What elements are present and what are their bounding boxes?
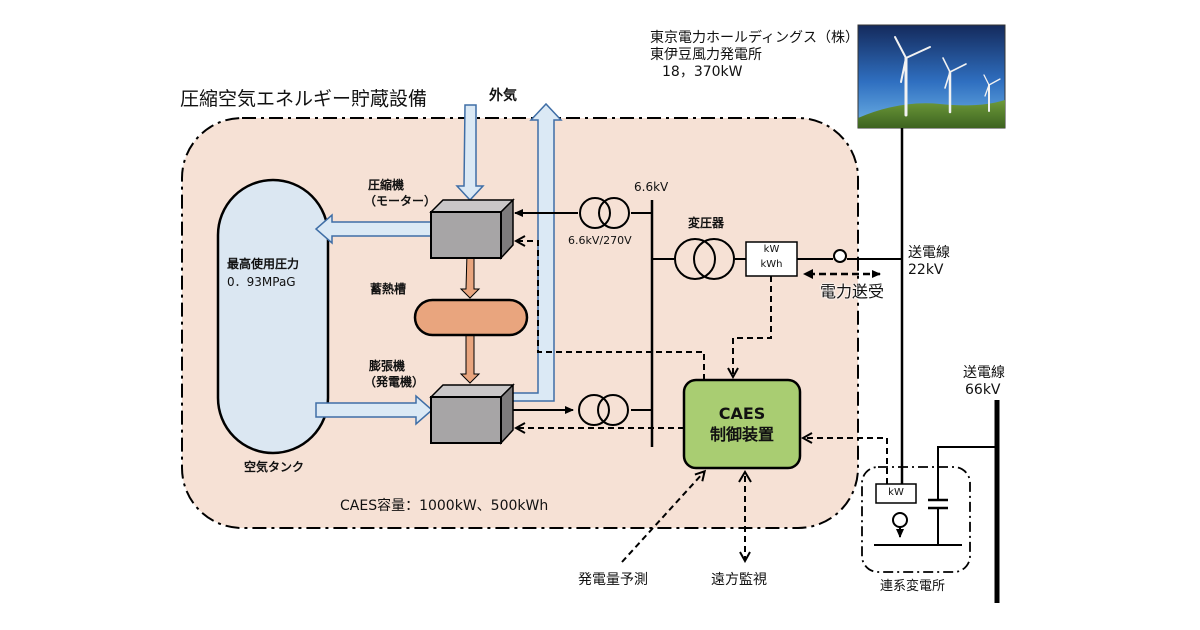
heat-storage-tank — [413, 298, 529, 337]
tank-pressure-label: 最高使用圧力 — [227, 257, 300, 271]
forecast-label: 発電量予測 — [578, 572, 648, 588]
line-66kv-voltage: 66kV — [965, 382, 1001, 398]
tank-pressure-value: 0．93MPaG — [227, 275, 296, 289]
heat-to-expander-arrow — [459, 333, 481, 384]
caes-capacity-note: CAES容量：1000kW、500kWh — [340, 498, 549, 514]
outside-air-intake-arrow — [455, 104, 485, 202]
substation-signal — [804, 438, 888, 484]
expander-sublabel: （発電機） — [364, 375, 425, 389]
meter-kw-label: kW — [763, 244, 780, 255]
expander-unit — [429, 383, 515, 445]
breaker-symbol — [833, 249, 847, 263]
main-transformer-label: 変圧器 — [688, 216, 725, 230]
meter-signal — [733, 276, 772, 376]
compressor-transformer — [579, 197, 630, 229]
meter-kwh-label: kWh — [760, 259, 783, 270]
controller-label: CAES — [718, 404, 766, 423]
compressor-unit — [429, 198, 515, 260]
main-transformer — [674, 238, 735, 280]
substation-label: 連系変電所 — [880, 579, 946, 594]
line-66kv-label: 送電線 — [963, 365, 1005, 381]
expander-transformer — [578, 394, 629, 426]
compressed-air-to-tank-arrow — [314, 213, 433, 245]
line-22kv-voltage: 22kV — [908, 262, 944, 278]
wind-turbines-photo — [857, 24, 1006, 129]
substation-boundary — [861, 466, 971, 573]
expander-label: 膨張機 — [369, 359, 406, 373]
heat-storage-label: 蓄熱槽 — [370, 282, 407, 296]
wind-farm-capacity: 18，370kW — [662, 64, 743, 80]
compressor-sublabel: （モーター） — [364, 194, 437, 208]
compressor-label: 圧縮機 — [368, 178, 405, 192]
air-tank — [216, 178, 330, 455]
facility-title: 圧縮空気エネルギー貯蔵設備 — [180, 88, 428, 110]
power-exchange-label: 電力送受 — [820, 282, 885, 301]
control-signal-compressor — [517, 241, 705, 380]
caes-controller-box — [682, 378, 802, 470]
exhaust-air-arrow — [511, 102, 563, 402]
remote-monitoring-label: 遠方監視 — [711, 572, 767, 588]
wind-farm-owner: 東京電力ホールディングス（株） — [650, 30, 860, 46]
small-transformer-rating: 6.6kV/270V — [568, 234, 632, 247]
outside-air-label: 外気 — [489, 88, 517, 104]
wind-farm-name: 東伊豆風力発電所 — [650, 47, 762, 63]
air-flow-arrows — [314, 102, 563, 426]
bus-voltage-label: 6.6kV — [634, 180, 669, 194]
air-from-tank-arrow — [315, 394, 434, 426]
substation-meter-box — [875, 483, 917, 504]
forecast-signal — [621, 472, 704, 563]
air-tank-label: 空気タンク — [244, 460, 305, 474]
substation-meter-label: kW — [888, 487, 904, 498]
controller-sublabel: 制御装置 — [709, 425, 774, 444]
line-22kv-label: 送電線 — [908, 245, 950, 261]
